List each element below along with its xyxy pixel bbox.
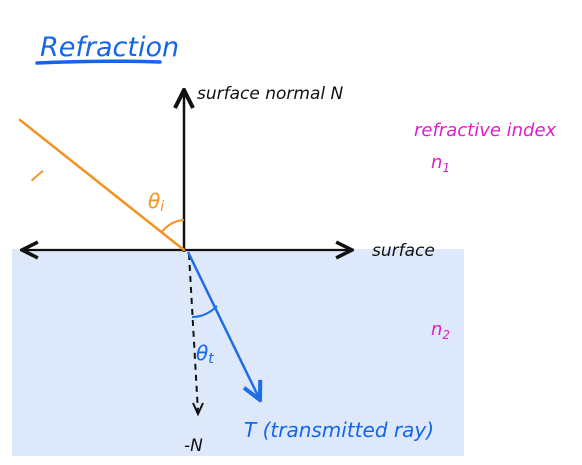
n1-symbol: n xyxy=(431,152,442,173)
negative-normal-dashed xyxy=(188,253,199,413)
negative-normal-label: -N xyxy=(184,436,203,456)
n2-label: n2 xyxy=(431,319,450,342)
transmitted-ray-label: T (transmitted ray) xyxy=(244,418,434,442)
theta-i-symbol: θ xyxy=(148,189,160,213)
theta-i-label: θi xyxy=(148,189,164,215)
incident-ray-label: I xyxy=(27,165,47,188)
theta-t-arc xyxy=(191,305,218,318)
incident-ray xyxy=(18,118,186,252)
diagram-title: Refraction xyxy=(40,32,179,63)
refractive-index-label: refractive index xyxy=(414,120,557,141)
n2-symbol: n xyxy=(431,319,442,340)
transmitted-ray xyxy=(186,251,260,400)
theta-t-subscript: t xyxy=(208,351,214,367)
n1-label: n1 xyxy=(431,152,450,175)
theta-t-label: θt xyxy=(196,341,214,367)
n1-subscript: 1 xyxy=(442,161,450,175)
theta-i-subscript: i xyxy=(160,199,164,215)
title-underline xyxy=(35,59,162,65)
n2-subscript: 2 xyxy=(442,328,450,342)
theta-i-arc xyxy=(160,219,185,234)
surface-normal-label: surface normal N xyxy=(197,84,344,104)
theta-t-symbol: θ xyxy=(196,341,208,365)
surface-label: surface xyxy=(372,241,435,261)
negative-normal-arrowhead xyxy=(192,402,204,417)
